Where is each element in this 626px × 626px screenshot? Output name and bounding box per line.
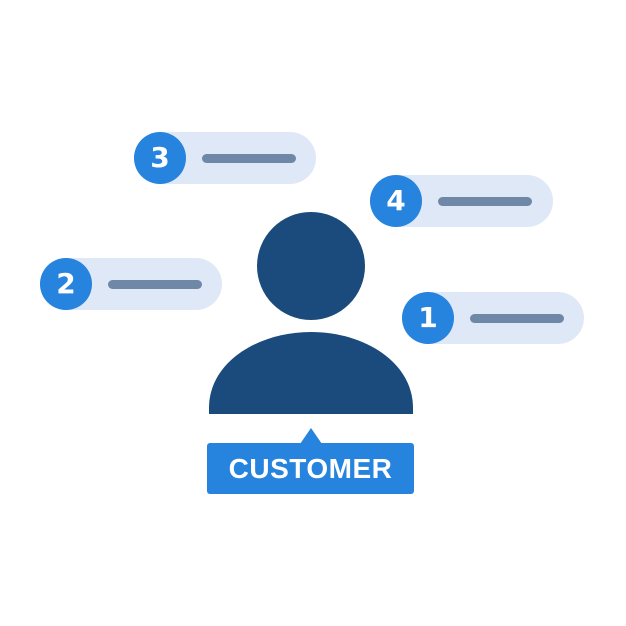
step-4-badge: 4 xyxy=(370,175,422,227)
step-1-badge: 1 xyxy=(402,292,454,344)
step-2-placeholder-line xyxy=(108,280,202,289)
step-3-badge: 3 xyxy=(134,132,186,184)
step-1-placeholder-line xyxy=(470,314,564,323)
step-2-badge: 2 xyxy=(40,258,92,310)
step-4-placeholder-line xyxy=(438,197,532,206)
customer-label-pointer xyxy=(300,428,322,444)
step-3-placeholder-line xyxy=(202,154,296,163)
customer-label: CUSTOMER xyxy=(207,443,414,494)
